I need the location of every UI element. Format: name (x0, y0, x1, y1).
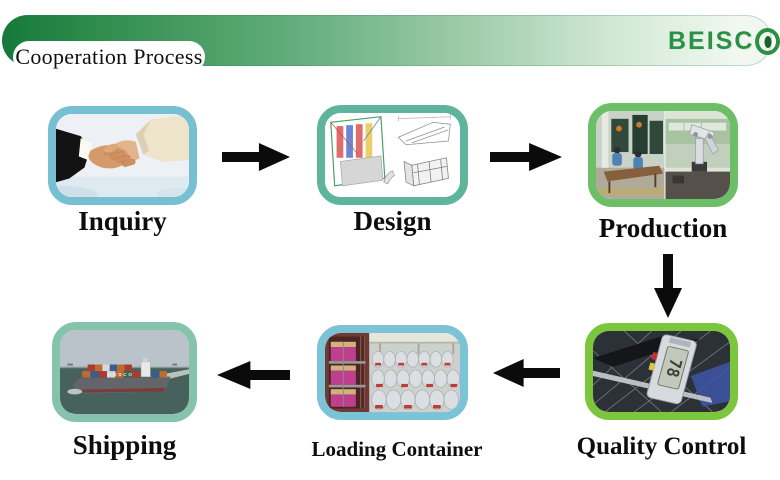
step-card-production (588, 103, 738, 207)
cad-drawings-image (325, 113, 460, 197)
page-title: Cooperation Process (15, 44, 203, 69)
step-card-quality-control: 78 (585, 323, 738, 420)
arrow-left-icon (217, 361, 290, 389)
step-label-shipping: Shipping (72, 430, 177, 460)
ship-brand-text: COSCO (108, 372, 134, 377)
caliper-reading: 78 (662, 357, 686, 379)
arrow-down-icon (654, 254, 682, 318)
digital-caliper-image: 78 (593, 331, 730, 412)
title-pill: Cooperation Process (13, 41, 205, 73)
brand-logo-text: BEISC (668, 27, 755, 55)
step-label-inquiry: Inquiry (78, 206, 167, 236)
container-ship-image: COSCO (60, 330, 189, 414)
step-card-design (317, 105, 468, 205)
arrow-right-icon (490, 143, 562, 171)
step-card-loading-container (317, 325, 468, 420)
step-label-production: Production (598, 213, 728, 243)
step-label-quality-control: Quality Control (576, 433, 747, 460)
step-label-loading-container: Loading Container (311, 437, 483, 461)
step-card-inquiry (48, 106, 197, 205)
container-loading-image (325, 333, 460, 412)
brand-logo: BEISC (668, 27, 780, 56)
header-banner: Cooperation Process (2, 15, 772, 73)
step-label-design: Design (353, 206, 432, 236)
arrow-left-icon (493, 359, 560, 387)
step-card-shipping: COSCO (52, 322, 197, 422)
factory-workshop-image (596, 111, 730, 199)
brand-logo-o-icon (755, 28, 780, 55)
handshake-image (56, 114, 189, 197)
arrow-right-icon (222, 143, 290, 171)
